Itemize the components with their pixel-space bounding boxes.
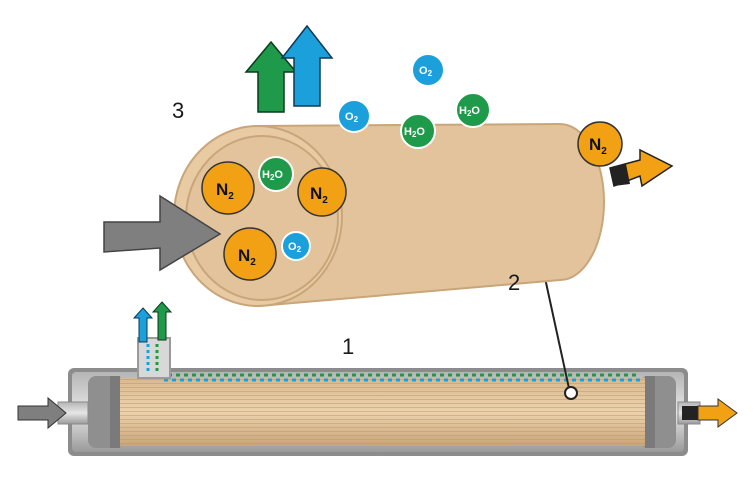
- label-1: 1: [342, 334, 354, 359]
- membrane-module: [17, 254, 738, 456]
- svg-text:N2: N2: [589, 135, 607, 157]
- small-feed-arrow: [17, 396, 67, 430]
- fiber-bundle-lines: [110, 378, 655, 446]
- svg-text:N2: N2: [310, 184, 328, 206]
- water-molecule: H2O: [455, 92, 491, 128]
- nitrogen-molecule: N2: [223, 227, 277, 281]
- svg-text:O2: O2: [288, 241, 302, 254]
- svg-text:O2: O2: [419, 65, 433, 78]
- left-tube-sheet: [110, 376, 120, 448]
- permeate-port: [137, 337, 171, 379]
- right-tube-sheet: [645, 376, 655, 448]
- water-molecule: H2O: [400, 113, 436, 149]
- svg-text:N2: N2: [216, 180, 234, 202]
- fiber-body: [257, 122, 605, 308]
- svg-text:H2O: H2O: [404, 126, 425, 139]
- water-molecule: H2O: [258, 156, 294, 192]
- nitrogen-molecule: N2: [297, 167, 347, 217]
- product-nozzle-dark: [682, 406, 698, 420]
- oxygen-permeate-arrow: [280, 24, 334, 107]
- hollow-fiber-cylinder: [173, 122, 605, 308]
- oxygen-molecule: O2: [411, 53, 445, 87]
- small-oxygen-up-arrow: [132, 307, 154, 343]
- label-2: 2: [508, 270, 520, 295]
- small-product-arrow: [697, 398, 738, 428]
- nitrogen-molecule: N2: [201, 161, 255, 215]
- product-arrow-tail: [610, 164, 630, 186]
- small-water-up-arrow: [151, 301, 173, 341]
- oxygen-molecule: O2: [281, 231, 311, 261]
- svg-text:N2: N2: [238, 246, 256, 268]
- nitrogen-molecule: N2: [577, 121, 623, 167]
- oxygen-molecule: O2: [337, 99, 371, 133]
- callout-marker: [564, 386, 578, 400]
- feed-arrow: [103, 194, 222, 272]
- svg-text:O2: O2: [345, 111, 359, 124]
- label-3: 3: [172, 98, 184, 123]
- svg-text:H2O: H2O: [262, 169, 283, 182]
- svg-text:H2O: H2O: [459, 105, 480, 118]
